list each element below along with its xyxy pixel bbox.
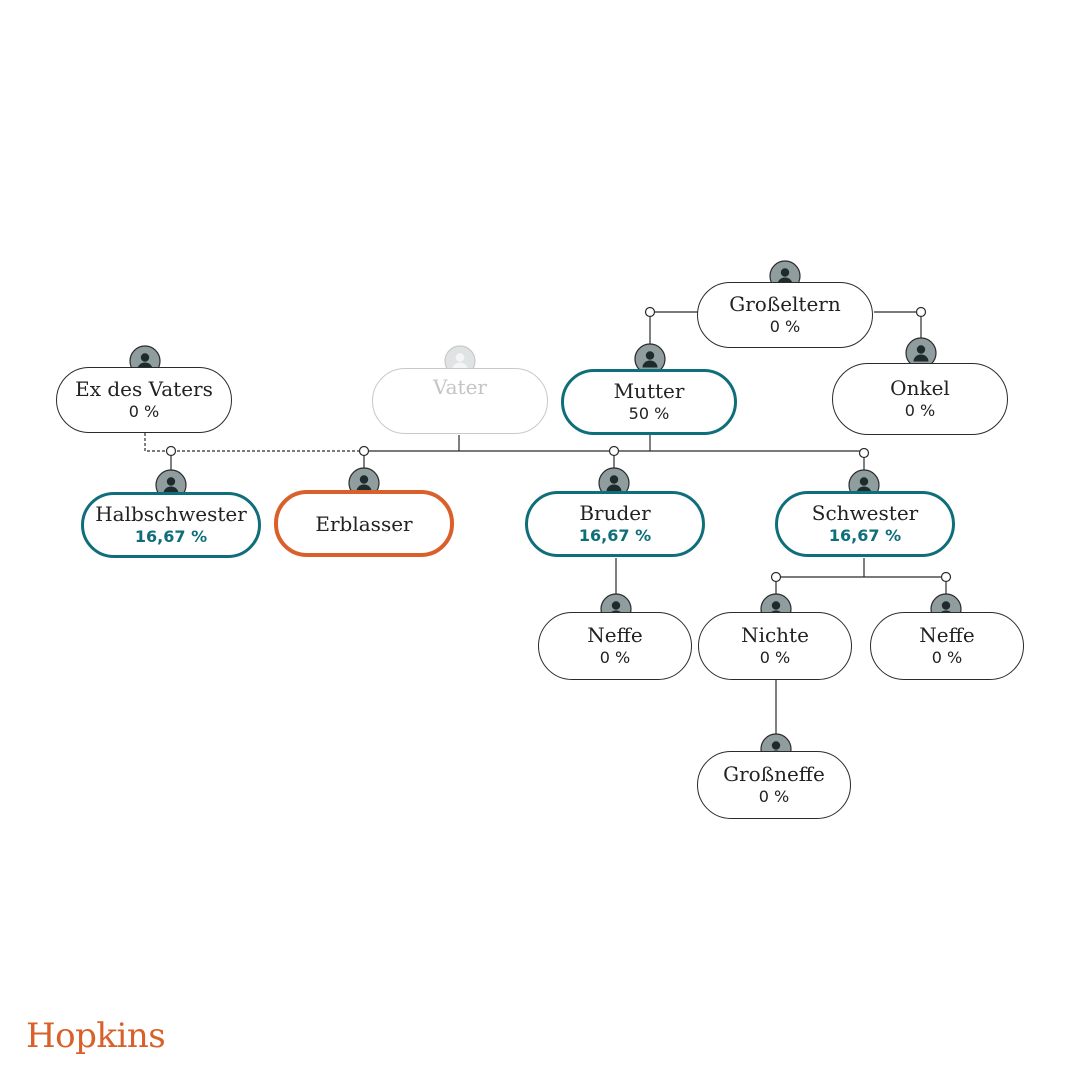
node-name: Nichte <box>741 623 809 647</box>
node-bruder: Bruder 16,67 % <box>525 491 705 557</box>
node-name: Ex des Vaters <box>75 377 213 401</box>
node-name: Bruder <box>579 501 651 525</box>
node-share: 16,67 % <box>578 526 652 545</box>
node-name: Halbschwester <box>95 502 247 526</box>
node-name: Großneffe <box>723 762 825 786</box>
node-share: 16,67 % <box>828 526 902 545</box>
node-share: 16,67 % <box>134 527 208 546</box>
node-ex-des-vaters: Ex des Vaters 0 % <box>56 367 232 433</box>
node-name: Onkel <box>890 376 950 400</box>
node-share: 0 % <box>769 317 801 336</box>
node-onkel: Onkel 0 % <box>832 363 1008 435</box>
node-share: 0 % <box>758 787 790 806</box>
hopkins-logo: Hopkins <box>26 1016 166 1056</box>
node-share: 0 % <box>904 401 936 420</box>
node-neffe-bruder: Neffe 0 % <box>538 612 692 680</box>
node-mutter: Mutter 50 % <box>561 369 737 435</box>
node-vater: Vater <box>372 368 548 434</box>
node-share: 0 % <box>931 648 963 667</box>
node-share: 0 % <box>759 648 791 667</box>
node-name: Erblasser <box>315 511 413 536</box>
node-name: Neffe <box>919 623 975 647</box>
node-name: Mutter <box>613 379 685 403</box>
person-icon <box>905 337 937 369</box>
node-erblasser: Erblasser <box>274 490 454 557</box>
node-grossneffe: Großneffe 0 % <box>697 751 851 819</box>
node-name: Neffe <box>587 623 643 647</box>
node-grosseltern: Großeltern 0 % <box>697 282 873 348</box>
node-neffe-schwester: Neffe 0 % <box>870 612 1024 680</box>
node-share: 50 % <box>628 404 670 423</box>
person-icon <box>634 343 666 375</box>
node-halbschwester: Halbschwester 16,67 % <box>81 492 261 558</box>
node-share: 0 % <box>128 402 160 421</box>
node-name: Schwester <box>811 501 919 525</box>
node-schwester: Schwester 16,67 % <box>775 491 955 557</box>
node-name: Vater <box>433 375 487 399</box>
node-nichte: Nichte 0 % <box>698 612 852 680</box>
node-name: Großeltern <box>729 292 841 316</box>
node-share: 0 % <box>599 648 631 667</box>
